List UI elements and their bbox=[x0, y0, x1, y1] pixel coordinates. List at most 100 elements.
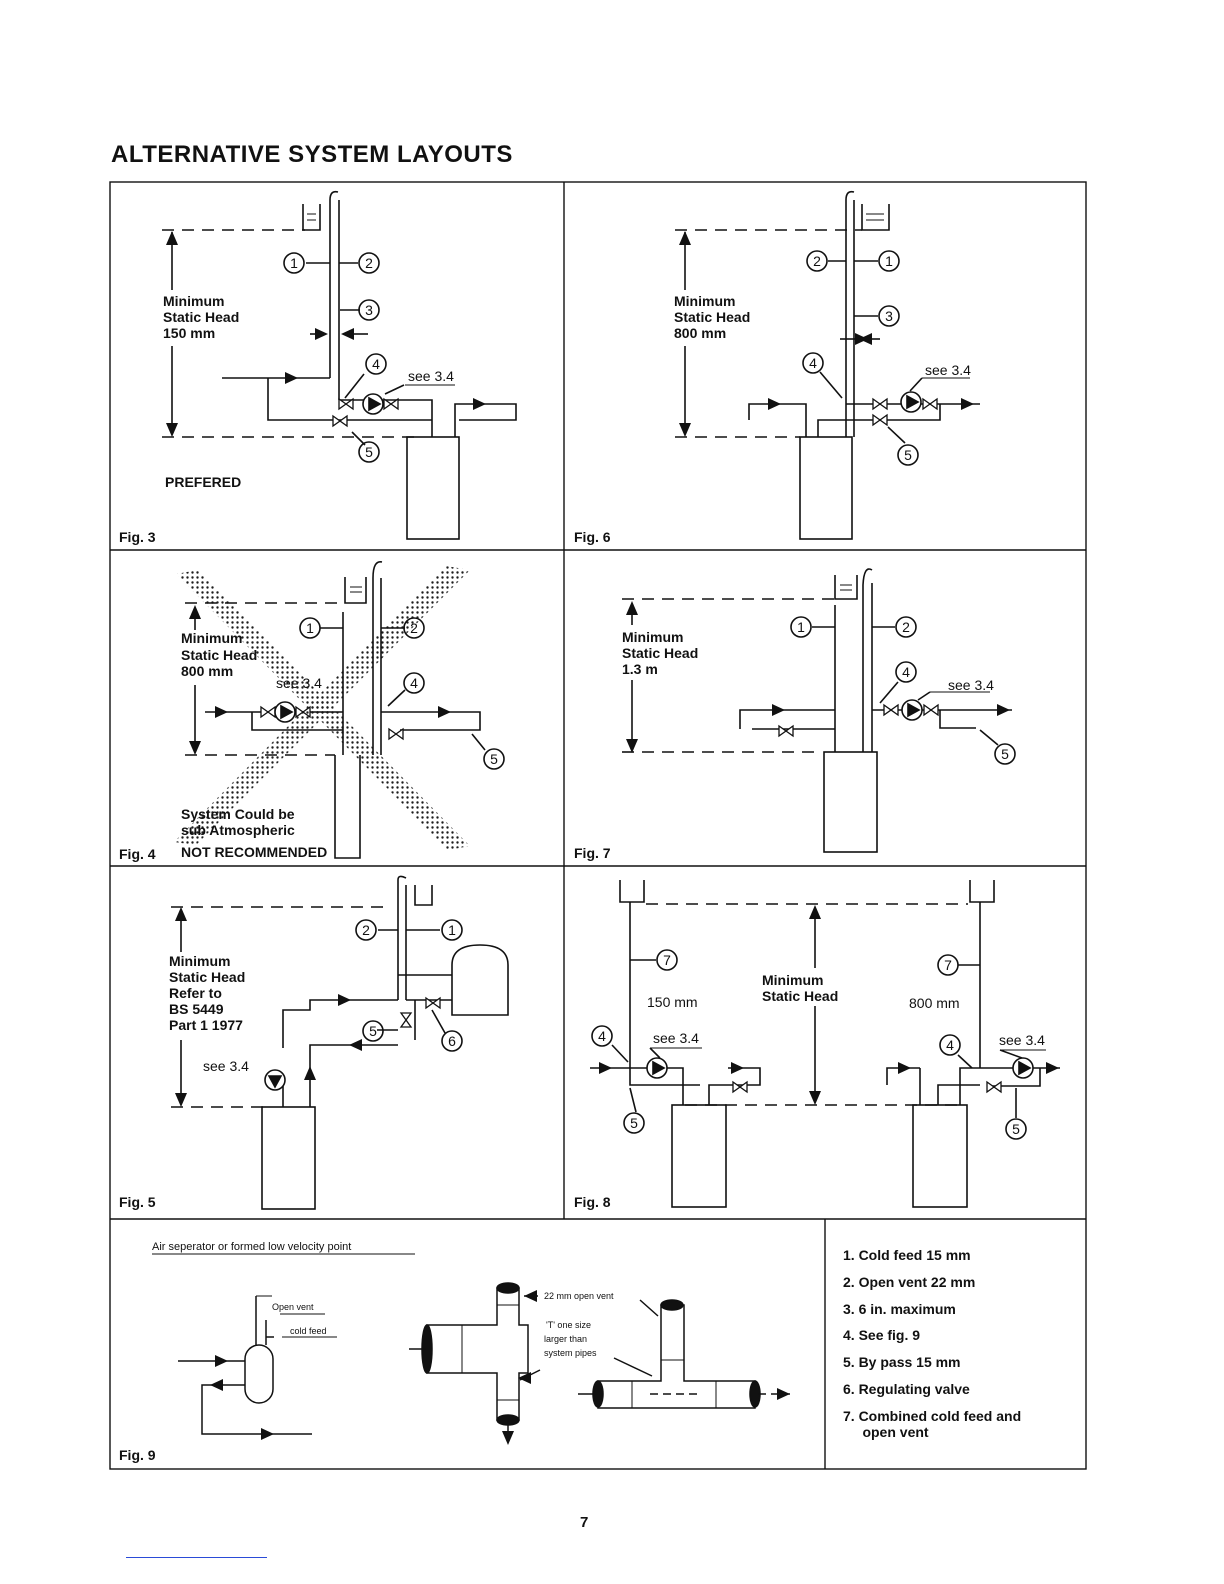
fig6-callout-1: 1 bbox=[885, 253, 893, 269]
fig4-warning-1: System Could be bbox=[181, 806, 295, 822]
fig6-label: Fig. 6 bbox=[574, 529, 611, 545]
fig3-callout-3: 3 bbox=[365, 302, 373, 318]
legend: 1. Cold feed 15 mm 2. Open vent 22 mm 3.… bbox=[843, 1247, 1021, 1440]
legend-item-7: 7. Combined cold feed and bbox=[843, 1408, 1021, 1424]
fig4-head-2: Static Head bbox=[181, 647, 257, 663]
fig9-tee-note-3: system pipes bbox=[544, 1348, 597, 1358]
fig8-callout-5-right: 5 bbox=[1012, 1121, 1020, 1137]
fig3-callout-2: 2 bbox=[365, 255, 373, 271]
fig3-head-1: Minimum bbox=[163, 293, 224, 309]
fig-6-labels: Minimum Static Head 800 mm see 3.4 Fig. … bbox=[574, 253, 971, 545]
fig4-note: NOT RECOMMENDED bbox=[181, 844, 327, 860]
fig5-callout-6: 6 bbox=[448, 1033, 456, 1049]
legend-item-1: 1. Cold feed 15 mm bbox=[843, 1247, 971, 1263]
fig3-callout-4: 4 bbox=[372, 356, 380, 372]
fig5-head-5: Part 1 1977 bbox=[169, 1017, 243, 1033]
fig9-open-vent: Open vent bbox=[272, 1302, 314, 1312]
page-number: 7 bbox=[580, 1514, 589, 1531]
fig9-22mm-vent: 22 mm open vent bbox=[544, 1291, 614, 1301]
fig-8-labels: Minimum Static Head 150 mm 800 mm see 3.… bbox=[574, 952, 1045, 1210]
fig3-callout-1: 1 bbox=[290, 255, 298, 271]
legend-item-3: 3. 6 in. maximum bbox=[843, 1301, 956, 1317]
fig9-cold-feed: cold feed bbox=[290, 1326, 327, 1336]
fig9-heading: Air seperator or formed low velocity poi… bbox=[152, 1241, 351, 1253]
fig-8 bbox=[590, 880, 1060, 1208]
fig4-warning-2: sub Atmospheric bbox=[181, 822, 295, 838]
fig5-head-1: Minimum bbox=[169, 953, 230, 969]
fig-4-not-recommended-cross bbox=[174, 566, 470, 850]
legend-item-7-cont: open vent bbox=[843, 1424, 929, 1440]
fig4-see-note: see 3.4 bbox=[276, 675, 322, 691]
fig-9 bbox=[152, 1253, 790, 1445]
fig5-head-4: BS 5449 bbox=[169, 1001, 224, 1017]
fig-4-labels: Minimum Static Head 800 mm see 3.4 Syste… bbox=[119, 620, 498, 862]
fig5-see-note: see 3.4 bbox=[203, 1058, 249, 1074]
fig5-callout-2: 2 bbox=[362, 922, 370, 938]
fig3-head-3: 150 mm bbox=[163, 325, 215, 341]
fig-7-labels: Minimum Static Head 1.3 m see 3.4 Fig. 7… bbox=[574, 619, 1009, 861]
legend-item-5: 5. By pass 15 mm bbox=[843, 1354, 961, 1370]
fig9-tee-note-1: 'T' one size bbox=[546, 1320, 591, 1330]
fig6-callout-2: 2 bbox=[813, 253, 821, 269]
fig4-head-3: 800 mm bbox=[181, 663, 233, 679]
fig3-label: Fig. 3 bbox=[119, 529, 156, 545]
fig6-callout-4: 4 bbox=[809, 355, 817, 371]
fig6-head-1: Minimum bbox=[674, 293, 735, 309]
fig8-head-1: Minimum bbox=[762, 972, 823, 988]
fig9-tee-note-2: larger than bbox=[544, 1334, 587, 1344]
fig4-label: Fig. 4 bbox=[119, 846, 156, 862]
fig6-callout-5: 5 bbox=[904, 447, 912, 463]
fig7-callout-1: 1 bbox=[797, 619, 805, 635]
fig4-head-1: Minimum bbox=[181, 630, 242, 646]
fig4-callout-5: 5 bbox=[490, 751, 498, 767]
fig6-callout-3: 3 bbox=[885, 308, 893, 324]
fig6-head-2: Static Head bbox=[674, 309, 750, 325]
fig8-see-note-left: see 3.4 bbox=[653, 1030, 699, 1046]
fig-5 bbox=[171, 875, 509, 1210]
fig8-label: Fig. 8 bbox=[574, 1194, 611, 1210]
fig8-callout-7-left: 7 bbox=[663, 952, 671, 968]
fig8-callout-4-left: 4 bbox=[598, 1028, 606, 1044]
fig3-note: PREFERED bbox=[165, 474, 241, 490]
figure-grid bbox=[109, 181, 1087, 1470]
fig5-head-2: Static Head bbox=[169, 969, 245, 985]
fig-5-labels: Minimum Static Head Refer to BS 5449 Par… bbox=[119, 922, 456, 1210]
fig-7 bbox=[622, 568, 1016, 853]
legend-item-6: 6. Regulating valve bbox=[843, 1381, 970, 1397]
legend-item-2: 2. Open vent 22 mm bbox=[843, 1274, 975, 1290]
fig3-callout-5: 5 bbox=[365, 444, 373, 460]
fig-6 bbox=[675, 190, 980, 540]
fig8-right-height: 800 mm bbox=[909, 995, 960, 1011]
fig8-see-note-right: see 3.4 bbox=[999, 1032, 1045, 1048]
fig7-see-note: see 3.4 bbox=[948, 677, 994, 693]
fig6-see-note: see 3.4 bbox=[925, 362, 971, 378]
fig7-callout-4: 4 bbox=[902, 664, 910, 680]
bottom-link-line bbox=[126, 1557, 267, 1558]
fig7-head-3: 1.3 m bbox=[622, 661, 658, 677]
fig6-head-3: 800 mm bbox=[674, 325, 726, 341]
fig7-head-1: Minimum bbox=[622, 629, 683, 645]
fig9-label: Fig. 9 bbox=[119, 1447, 156, 1463]
fig5-callout-5: 5 bbox=[369, 1023, 377, 1039]
fig8-left-height: 150 mm bbox=[647, 994, 698, 1010]
fig8-callout-7-right: 7 bbox=[944, 957, 952, 973]
fig8-callout-5-left: 5 bbox=[630, 1115, 638, 1131]
fig7-head-2: Static Head bbox=[622, 645, 698, 661]
fig5-head-3: Refer to bbox=[169, 985, 222, 1001]
fig8-head-2: Static Head bbox=[762, 988, 838, 1004]
fig3-see-note: see 3.4 bbox=[408, 368, 454, 384]
fig4-callout-1: 1 bbox=[306, 620, 314, 636]
fig7-callout-2: 2 bbox=[902, 619, 910, 635]
fig-3-labels: Minimum Static Head 150 mm see 3.4 PREFE… bbox=[119, 255, 454, 545]
fig4-callout-2: 2 bbox=[410, 620, 418, 636]
legend-item-4: 4. See fig. 9 bbox=[843, 1327, 920, 1343]
fig8-callout-4-right: 4 bbox=[946, 1037, 954, 1053]
fig-3 bbox=[162, 190, 517, 540]
fig3-head-2: Static Head bbox=[163, 309, 239, 325]
fig4-callout-4: 4 bbox=[410, 675, 418, 691]
fig7-callout-5: 5 bbox=[1001, 746, 1009, 762]
fig5-label: Fig. 5 bbox=[119, 1194, 156, 1210]
fig-9-labels: Air seperator or formed low velocity poi… bbox=[119, 1241, 614, 1463]
page-title: ALTERNATIVE SYSTEM LAYOUTS bbox=[111, 141, 513, 168]
